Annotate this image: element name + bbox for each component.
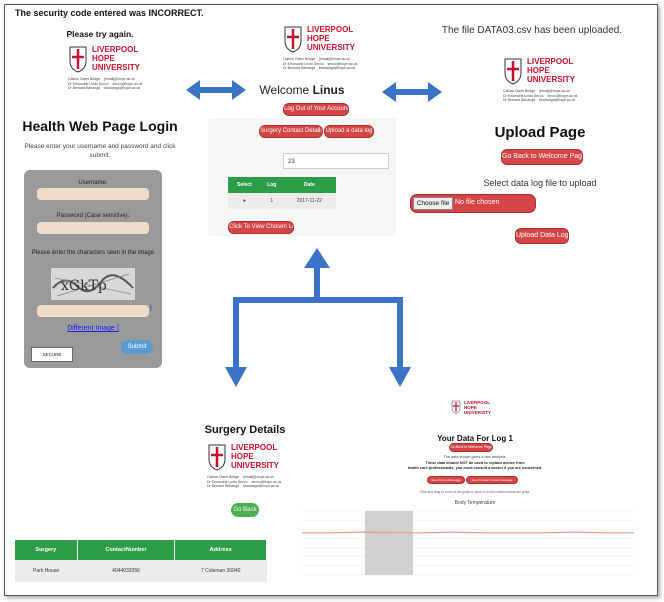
crest-icon xyxy=(504,58,522,85)
table-header: Log xyxy=(260,177,283,193)
table-cell: 1 xyxy=(260,193,283,209)
different-image-link[interactable]: Different Image ] xyxy=(67,325,119,332)
temperature-chart[interactable] xyxy=(296,507,640,579)
send-info-button[interactable]: Send Info to Message xyxy=(427,476,465,484)
upload-data-log-button[interactable]: Upload a data log xyxy=(324,125,374,138)
crest-icon xyxy=(284,26,302,53)
welcome-user-name: Linus xyxy=(312,83,345,97)
welcome-prefix: Welcome xyxy=(259,83,313,97)
table-row[interactable]: ● 1 2017-11-22 xyxy=(228,193,336,209)
username-label: Username: xyxy=(78,180,108,186)
table-header: Address xyxy=(174,540,267,560)
welcome-heading: Welcome Linus xyxy=(208,83,396,97)
select-file-prompt: Select data log file to upload xyxy=(483,178,597,188)
table-header: Surgery xyxy=(15,540,78,560)
captcha-refresh-mark[interactable]: ] xyxy=(150,305,152,311)
contact-list: Callum Owen Bridge [email]@hope.ac.uk Dr… xyxy=(207,475,282,488)
login-error-line1: The security code entered was INCORRECT. xyxy=(15,8,204,18)
login-title: Health Web Page Login xyxy=(22,118,178,134)
choose-file-button[interactable]: Choose file xyxy=(413,197,453,210)
crest-icon xyxy=(69,46,87,73)
table-cell: 4044033356 xyxy=(77,560,175,582)
contact-list: Callum Owen Bridge [email]@hope.ac.uk Dr… xyxy=(283,57,358,70)
surgery-go-back-button[interactable]: Go Back xyxy=(231,503,259,517)
surgery-page-title: Surgery Details xyxy=(204,424,286,436)
table-header: Date xyxy=(282,177,336,193)
select-radio[interactable]: ● xyxy=(228,193,261,209)
svg-text:xGkTp: xGkTp xyxy=(61,278,107,294)
uploaded-message: The file DATA03.csv has been uploaded. xyxy=(441,25,623,36)
no-file-text: No file chosen xyxy=(455,199,500,206)
login-instructions: Please enter your username and password … xyxy=(24,143,176,159)
welcome-input[interactable]: 23 xyxy=(283,153,389,169)
log-table: Select Log Date ● 1 2017-11-22 xyxy=(228,177,336,209)
table-cell: Park House xyxy=(15,560,78,582)
datalog-note: Click and drag to zoom of the graph to p… xyxy=(419,490,531,494)
password-label: Password (Case sensitive): xyxy=(56,213,130,219)
surgery-table: Surgery ContactNumber Address Park House… xyxy=(15,540,267,582)
datalog-title: Your Data For Log 1 xyxy=(437,434,513,443)
upload-data-log-submit[interactable]: Upload Data Log xyxy=(515,228,569,244)
security-badge: SECURE xyxy=(31,347,73,362)
view-log-button[interactable]: Click To View Chosen Log xyxy=(228,221,294,234)
crest-icon xyxy=(451,400,461,414)
temperature-series-line xyxy=(302,531,634,534)
captcha-image-icon: xGkTp xyxy=(51,268,135,300)
submit-button[interactable]: Submit xyxy=(121,340,153,354)
table-cell: 7 Coleman 30040 xyxy=(174,560,267,582)
contact-list: Callum Owen Bridge [email]@hope.ac.uk Dr… xyxy=(503,89,578,102)
upload-page-title: Upload Page xyxy=(494,124,586,141)
login-error-line2: Please try again. xyxy=(66,29,134,39)
surgery-contact-button[interactable]: Surgery Contact Details xyxy=(259,125,323,138)
chart-title: Body Temperature xyxy=(454,500,496,506)
captcha-prompt: Please enter the characters seen in the … xyxy=(31,250,155,256)
table-header: Select xyxy=(228,177,261,193)
datalog-desc-3: health care professionals, you must cons… xyxy=(407,466,543,470)
captcha-input[interactable] xyxy=(37,305,149,317)
table-row: Park House 4044033356 7 Coleman 30040 xyxy=(15,560,267,582)
datalog-desc-1: The data shown gives a raw analysis. xyxy=(443,455,507,459)
chart-grid xyxy=(302,510,634,576)
logout-button[interactable]: Log Out of Your Account xyxy=(283,103,349,116)
badge-text: SECURE xyxy=(42,352,62,357)
contact-doctor-button[interactable]: Send Contact Doctor Message xyxy=(466,476,518,484)
zoom-selection xyxy=(365,511,413,575)
contact-list: Callum Owen Bridge [email]@hope.ac.uk Dr… xyxy=(68,77,143,90)
table-header: ContactNumber xyxy=(77,540,176,560)
crest-icon xyxy=(208,444,226,471)
table-cell: 2017-11-22 xyxy=(282,193,336,209)
username-input[interactable] xyxy=(37,188,149,200)
datalog-desc-2: These data should NOT be used to replace… xyxy=(425,461,525,465)
datalog-back-button[interactable]: Go Back to Welcome Page xyxy=(449,443,493,452)
password-input[interactable] xyxy=(37,222,149,234)
back-to-welcome-button[interactable]: Go Back to Welcome Page xyxy=(501,149,583,165)
